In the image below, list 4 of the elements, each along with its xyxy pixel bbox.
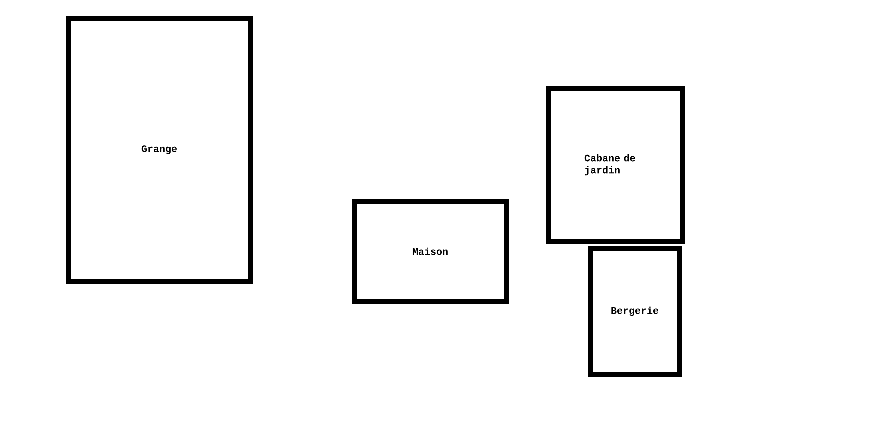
building-box: Cabane de jardin xyxy=(546,86,685,244)
building-box: Grange xyxy=(66,16,253,284)
building-box: Maison xyxy=(352,199,509,304)
building-box: Bergerie xyxy=(588,246,682,377)
